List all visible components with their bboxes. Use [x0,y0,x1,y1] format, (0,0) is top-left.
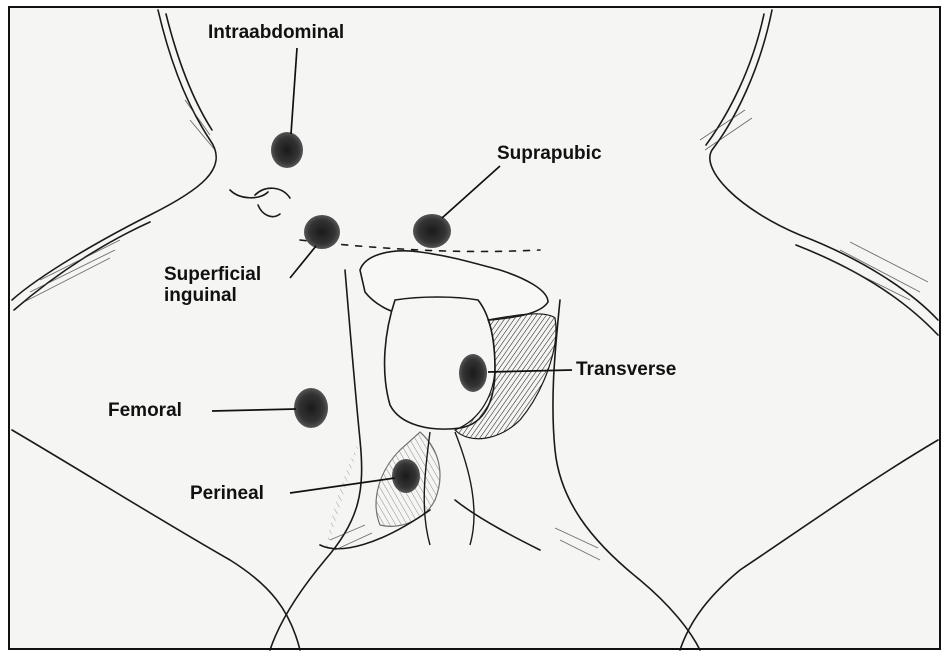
spot-intraabdominal [271,132,303,168]
spot-transverse [459,354,487,392]
label-suprapubic: Suprapubic [497,143,602,164]
spot-femoral [294,388,328,428]
label-femoral: Femoral [108,400,182,421]
label-intraabdominal: Intraabdominal [208,22,344,43]
spot-perineal [392,459,420,493]
label-transverse: Transverse [576,359,676,380]
spot-suprapubic [413,214,451,248]
spot-superficial-inguinal [304,215,340,249]
label-superficial-inguinal: Superficial inguinal [164,264,261,306]
label-superficial-line1: Superficial [164,264,261,285]
label-perineal: Perineal [190,483,264,504]
label-superficial-line2: inguinal [164,285,261,306]
